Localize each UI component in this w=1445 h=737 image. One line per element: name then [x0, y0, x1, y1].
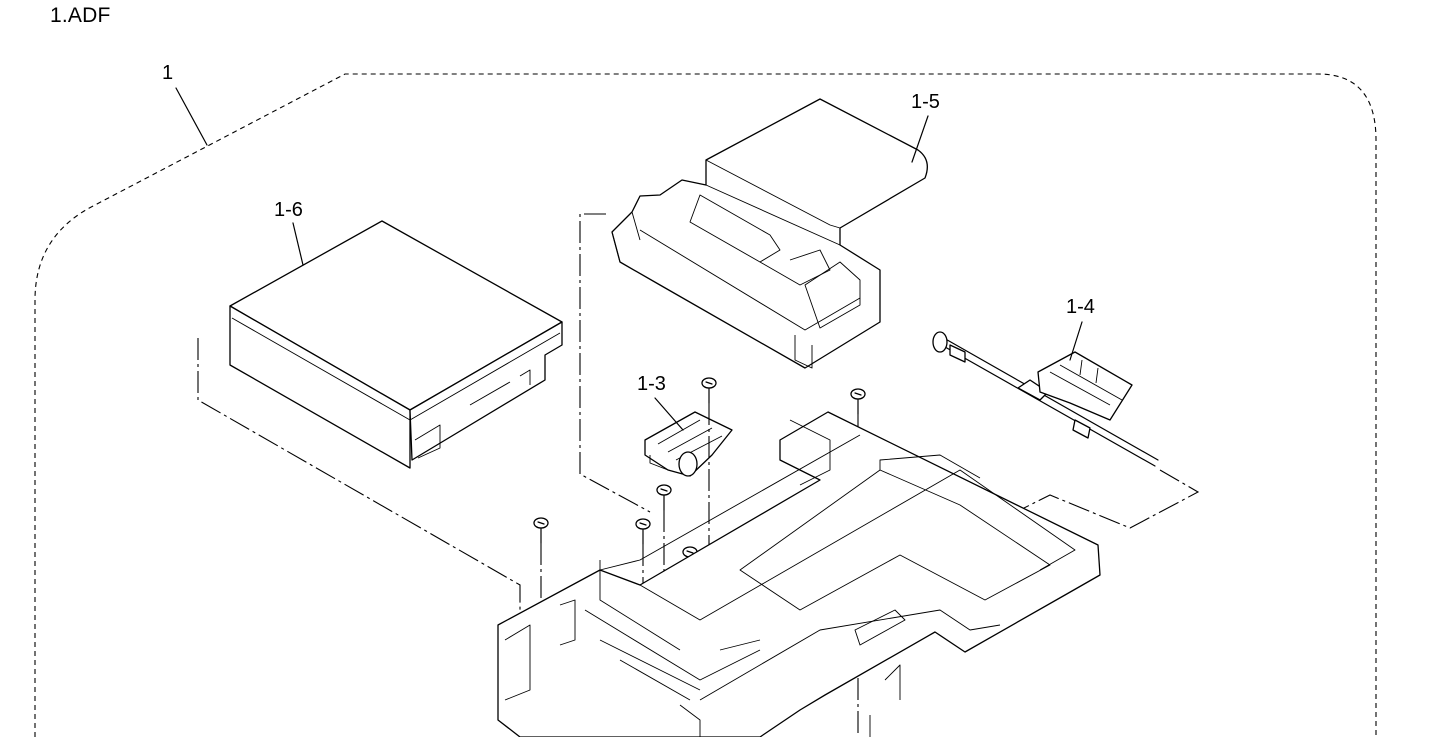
screw — [850, 388, 866, 415]
alignment-line-1-5 — [579, 213, 651, 513]
label-1: 1 — [162, 62, 173, 84]
leader-1-4 — [1069, 321, 1083, 361]
assembly-boundary — [34, 73, 1377, 737]
screw — [533, 517, 549, 544]
screw-group — [533, 377, 866, 573]
leader-1-5 — [911, 115, 929, 163]
label-1-5: 1-5 — [911, 91, 940, 113]
leader-1 — [175, 87, 208, 146]
screw — [701, 377, 717, 404]
base-frame — [497, 411, 1101, 737]
part-1-5-tray — [611, 98, 928, 369]
part-1-4-roller-shaft — [932, 331, 1159, 467]
part-1-6-cover — [229, 220, 563, 469]
leader-1-3 — [654, 397, 684, 431]
leader-1-6 — [292, 222, 304, 266]
label-1-4: 1-4 — [1066, 296, 1095, 318]
diagram-title: 1.ADF — [50, 4, 111, 27]
label-1-3: 1-3 — [637, 373, 666, 395]
screw — [635, 518, 651, 545]
screw — [656, 484, 672, 511]
label-1-6: 1-6 — [274, 199, 303, 221]
part-1-3-mechanism — [644, 411, 733, 477]
